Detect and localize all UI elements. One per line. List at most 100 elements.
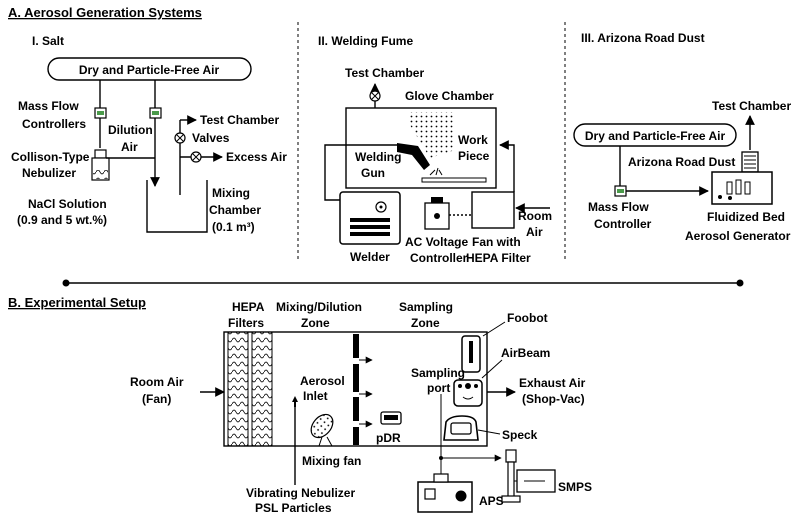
gen-label-2: Aerosol Generator bbox=[685, 229, 791, 243]
valves-label: Valves bbox=[192, 131, 230, 145]
work-label-1: Work bbox=[458, 133, 488, 147]
speck-label: Speck bbox=[502, 428, 538, 442]
speck-icon bbox=[443, 415, 479, 441]
dust-system: III. Arizona Road Dust Test Chamber Dry … bbox=[573, 31, 791, 243]
aps-label: APS bbox=[479, 494, 504, 508]
ac-label-1: AC Voltage bbox=[405, 235, 468, 249]
valve-icon bbox=[174, 132, 186, 144]
section-a-title: A. Aerosol Generation Systems bbox=[8, 5, 202, 20]
welder-icon bbox=[339, 191, 401, 245]
excess-air-label: Excess Air bbox=[226, 150, 287, 164]
mixing-zone-label-2: Zone bbox=[301, 316, 330, 330]
fan-to-chamber-line bbox=[499, 140, 515, 192]
pdr-label: pDR bbox=[376, 431, 401, 445]
dust-heading: III. Arizona Road Dust bbox=[581, 31, 705, 45]
mass-flow-controller-display bbox=[152, 111, 159, 115]
valve-icon bbox=[369, 90, 381, 102]
valve-icon bbox=[190, 151, 202, 163]
section-separator bbox=[62, 279, 744, 287]
smps-icon bbox=[501, 449, 556, 503]
airbeam-icon bbox=[453, 379, 483, 407]
smps-label: SMPS bbox=[558, 480, 592, 494]
sampling-port-label-1: Sampling bbox=[411, 366, 465, 380]
work-piece-icon bbox=[421, 177, 487, 183]
dilution-label-1: Dilution bbox=[108, 123, 153, 137]
sampling-zone-label-1: Sampling bbox=[399, 300, 453, 314]
nebulizer-label-2: Nebulizer bbox=[22, 166, 76, 180]
aps-icon bbox=[417, 473, 473, 513]
dust-test-chamber-label: Test Chamber bbox=[712, 99, 791, 113]
salt-air-source-box bbox=[47, 57, 252, 81]
dust-label: Arizona Road Dust bbox=[628, 155, 735, 169]
collison-nebulizer-icon bbox=[91, 149, 110, 181]
welding-cable bbox=[324, 144, 397, 201]
spark-icon bbox=[429, 167, 443, 176]
mixing-label-3: (0.1 m³) bbox=[212, 220, 255, 234]
fan-label-1: Fan with bbox=[472, 235, 521, 249]
hepa-filter-icon bbox=[227, 331, 249, 447]
salt-system: I. Salt Dry and Particle-Free Air Mass F… bbox=[11, 34, 287, 234]
foobot-pointer bbox=[482, 321, 506, 337]
welding-test-chamber-label: Test Chamber bbox=[345, 66, 424, 80]
fan-hepa-box bbox=[471, 191, 515, 229]
speck-pointer bbox=[477, 429, 501, 435]
dilution-label-2: Air bbox=[121, 140, 138, 154]
room-air-label-1: Room Air bbox=[130, 375, 184, 389]
aerosol-inlet-label-1: Aerosol bbox=[300, 374, 345, 388]
ac-label-2: Controller bbox=[410, 251, 468, 265]
glove-chamber-label: Glove Chamber bbox=[405, 89, 494, 103]
aerosol-inlet-icon bbox=[292, 396, 298, 407]
foobot-label: Foobot bbox=[507, 311, 548, 325]
salt-air-source-label: Dry and Particle-Free Air bbox=[79, 63, 220, 77]
mixing-chamber-icon bbox=[146, 180, 208, 233]
room-label-1: Room bbox=[518, 209, 552, 223]
mixing-label-1: Mixing bbox=[212, 186, 250, 200]
mfc-label-2: Controllers bbox=[22, 117, 86, 131]
aerosol-inlet-label-2: Inlet bbox=[303, 389, 328, 403]
hepa-filter-icon bbox=[251, 331, 273, 447]
dust-mfc-label-1: Mass Flow bbox=[588, 200, 649, 214]
exhaust-label-2: (Shop-Vac) bbox=[522, 392, 585, 406]
nebulizer-label-1: Collison-Type bbox=[11, 150, 90, 164]
nebulizer-label-2: PSL Particles bbox=[255, 501, 332, 515]
mass-flow-controller-display bbox=[617, 189, 624, 193]
airbeam-label: AirBeam bbox=[501, 346, 550, 360]
exhaust-label-1: Exhaust Air bbox=[519, 376, 586, 390]
salt-test-chamber-label: Test Chamber bbox=[200, 113, 279, 127]
foobot-icon bbox=[461, 335, 481, 373]
sampling-zone-label-2: Zone bbox=[411, 316, 440, 330]
hepa-label-1: HEPA bbox=[232, 300, 265, 314]
baffle-icon bbox=[353, 334, 373, 445]
dust-air-source-box bbox=[573, 123, 737, 147]
welding-system: II. Welding Fume Test Chamber Glove Cham… bbox=[318, 34, 552, 265]
mfc-label-1: Mass Flow bbox=[18, 99, 79, 113]
work-label-2: Piece bbox=[458, 149, 490, 163]
welding-gun-icon bbox=[397, 143, 430, 170]
dust-air-source-label: Dry and Particle-Free Air bbox=[585, 129, 726, 143]
dust-mfc-label-2: Controller bbox=[594, 217, 652, 231]
hepa-label-2: Filters bbox=[228, 316, 264, 330]
solution-label-2: (0.9 and 5 wt.%) bbox=[17, 213, 107, 227]
fume-plume-icon bbox=[410, 112, 455, 158]
pdr-icon bbox=[380, 411, 402, 425]
gun-label-1: Welding bbox=[355, 150, 401, 164]
nebulizer-label-1: Vibrating Nebulizer bbox=[246, 486, 355, 500]
solution-label-1: NaCl Solution bbox=[28, 197, 107, 211]
airbeam-pointer bbox=[481, 359, 503, 379]
mass-flow-controller-display bbox=[97, 111, 104, 115]
room-label-2: Air bbox=[526, 225, 543, 239]
welder-label: Welder bbox=[350, 250, 390, 264]
mixing-fan-icon bbox=[310, 413, 334, 447]
glove-chamber-box bbox=[345, 107, 497, 189]
gen-label-1: Fluidized Bed bbox=[707, 210, 785, 224]
fan-label-2: HEPA Filter bbox=[466, 251, 531, 265]
salt-heading: I. Salt bbox=[32, 34, 64, 48]
room-air-label-2: (Fan) bbox=[142, 392, 171, 406]
ac-controller-icon bbox=[424, 197, 450, 230]
mixing-label-2: Chamber bbox=[209, 203, 261, 217]
fluidized-bed-generator-icon bbox=[711, 151, 773, 205]
sampling-port-label-2: port bbox=[427, 381, 450, 395]
welding-heading: II. Welding Fume bbox=[318, 34, 413, 48]
section-a: A. Aerosol Generation Systems bbox=[8, 5, 566, 262]
mixing-fan-label: Mixing fan bbox=[302, 454, 361, 468]
